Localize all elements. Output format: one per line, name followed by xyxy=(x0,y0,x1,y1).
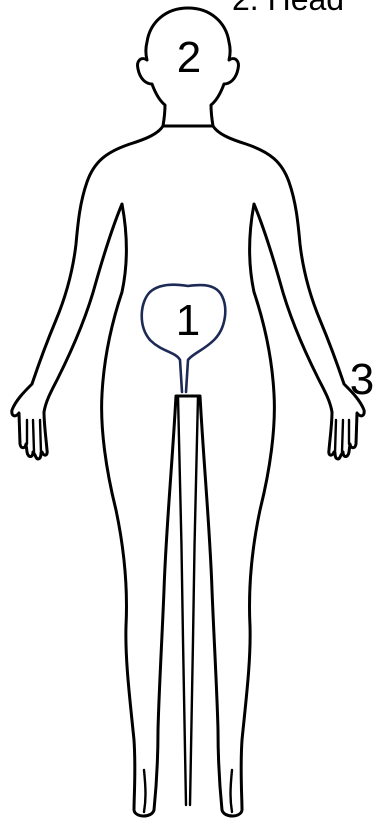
left-body-outline xyxy=(12,126,188,816)
right-foot-line xyxy=(231,770,233,812)
right-body-outline xyxy=(188,126,364,816)
right-hand-fingers xyxy=(335,420,349,453)
marker-hand-number: 3 xyxy=(350,355,374,404)
inner-leg-gap xyxy=(178,396,198,805)
left-hand-fingers xyxy=(27,420,41,453)
left-foot-line xyxy=(144,770,146,812)
header-text: 2. Head xyxy=(232,0,344,17)
marker-bladder-number: 1 xyxy=(176,296,200,345)
marker-head-number: 2 xyxy=(177,33,201,82)
